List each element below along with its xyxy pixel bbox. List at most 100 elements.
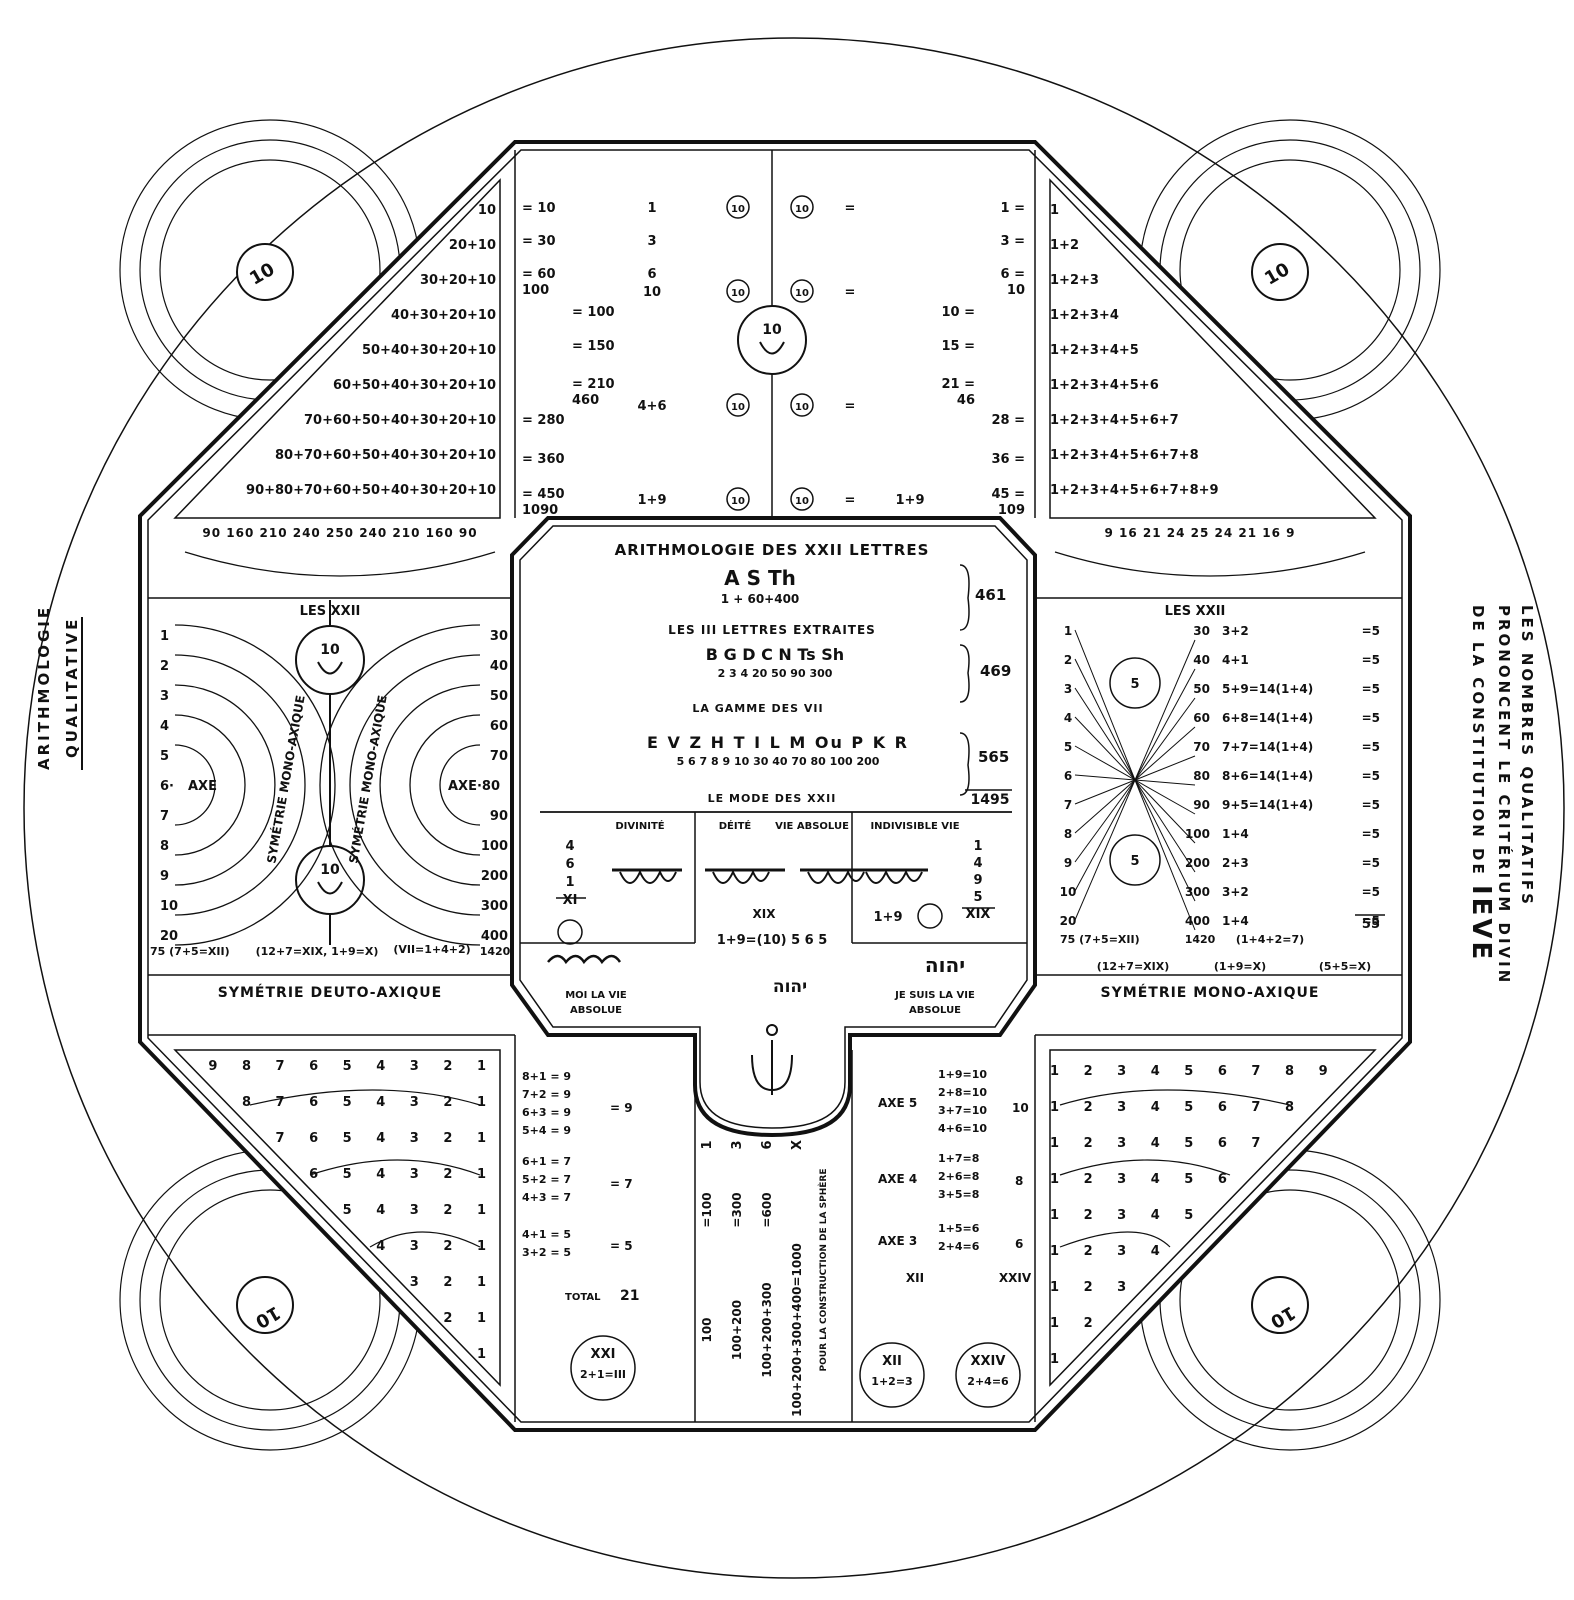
tc-left-value-7: = 210	[572, 377, 615, 392]
tc-right-value-8: 46	[957, 393, 975, 408]
bl-row-7: 3 2 1	[410, 1275, 496, 1290]
label-deite: DÉITÉ	[719, 819, 752, 832]
corner-glyph-circle	[236, 243, 294, 301]
right-result-10: =5	[1362, 885, 1380, 899]
br-row-3: 1 2 3 4 5 6 7	[1050, 1136, 1270, 1151]
sanskrit-jiva-script	[807, 869, 865, 884]
tl-row-4: 40+30+20+10	[391, 308, 496, 323]
right-result-8: =5	[1362, 827, 1380, 841]
br-axe5-eq-1: 1+9=10	[938, 1068, 987, 1081]
br-axe5-eq-3: 3+7=10	[938, 1104, 987, 1117]
twelve-caption: LE MODE DES XXII	[708, 792, 837, 805]
bl-sum9-3: 6+3 = 9	[522, 1106, 571, 1119]
tl-bottom-arc	[184, 551, 496, 577]
center-sum-left-1: 4	[565, 839, 574, 854]
left-sum-mid: (12+7=XIX, 1+9=X)	[256, 945, 379, 958]
right-left-num-8: 8	[1064, 827, 1072, 841]
corner-ring	[1179, 159, 1401, 381]
extracted-caption: LES III LETTRES EXTRAITES	[668, 623, 876, 637]
bc-top-2: 3	[730, 1140, 745, 1149]
br-row-7: 1 2 3	[1050, 1280, 1136, 1295]
spirit-symbol-text: 10	[762, 322, 782, 338]
tc-right-value-5: 10 =	[941, 305, 975, 320]
tl-row-7: 70+60+50+40+30+20+10	[304, 413, 496, 428]
right-left-num-5: 5	[1064, 740, 1072, 754]
center-sum-left-2: 6	[565, 857, 574, 872]
right-mid-num-8: 100	[1185, 827, 1210, 841]
right-upper-circle	[1109, 657, 1161, 709]
right-upper-five: 5	[1130, 677, 1139, 692]
br-circle1-line1: XII	[882, 1354, 902, 1369]
tc-ten-right-3: 10	[795, 402, 809, 413]
spirit-symbol-text: 10	[320, 862, 340, 878]
label-moi-2: ABSOLUE	[570, 1005, 622, 1016]
hebrew-name: יהוה	[925, 953, 965, 977]
br-row-6: 1 2 3 4	[1050, 1244, 1170, 1259]
right-panel-title: LES XXII	[1165, 604, 1226, 619]
left-num-4: 4	[160, 719, 169, 734]
center-title: ARITHMOLOGIE DES XXII LETTRES	[615, 541, 930, 559]
bl-circle	[570, 1335, 636, 1401]
bl-row-8: 2 1	[443, 1311, 496, 1326]
tc-right-value-9: 28 =	[991, 413, 1025, 428]
right-left-num-1: 1	[1064, 624, 1072, 638]
right-eq-4: 6+8=14(1+4)	[1222, 711, 1313, 725]
right-result-4: =5	[1362, 711, 1380, 725]
tc-ten-circle-right	[790, 393, 814, 417]
tc-left-value-1: = 10	[522, 201, 556, 216]
center-right-eq: 1+9	[874, 910, 903, 925]
right-crossing-line	[1074, 639, 1196, 921]
corner-glyph-circle	[1251, 243, 1309, 301]
br-sum-a: XII	[906, 1271, 924, 1285]
bc-mid-2: =300	[730, 1192, 744, 1227]
right-arc	[319, 624, 481, 946]
tl-row-3: 30+20+10	[420, 273, 496, 288]
bl-row-4: 6 5 4 3 2 1	[309, 1167, 496, 1182]
tc-left-mid-3: 6	[647, 267, 656, 282]
right-eq-5: 7+7=14(1+4)	[1222, 740, 1313, 754]
hebrew-name-middle: יהוה	[773, 977, 807, 997]
right-eq-8: 1+4	[1222, 827, 1249, 841]
left-right-num-2: 40	[490, 659, 508, 674]
tc-left-value-8: 460	[572, 393, 599, 408]
tc-ten-circle-right	[790, 279, 814, 303]
left-num-3: 3	[160, 689, 169, 704]
br-axe4-eq-2: 2+6=8	[938, 1170, 979, 1183]
bl-row-3: 7 6 5 4 3 2 1	[276, 1131, 496, 1146]
tl-bottom-sums: 90 160 210 240 250 240 210 160 90	[202, 526, 477, 540]
center-octagon-inner	[519, 525, 1028, 1129]
tc-right-value-12: 109	[998, 503, 1025, 518]
corner-glyph-circle	[1251, 1276, 1309, 1334]
tc-left-value-11: = 450	[522, 487, 565, 502]
br-axe4-r: 8	[1015, 1174, 1023, 1188]
tr-row-2: 1+2	[1050, 238, 1079, 253]
right-mid-num-10: 300	[1185, 885, 1210, 899]
side-right-line1: LES NOMBRES QUALITATIFS	[1518, 605, 1536, 907]
tr-row-8: 1+2+3+4+5+6+7+8	[1050, 448, 1199, 463]
br-circle-1	[859, 1342, 925, 1408]
side-title-right: LES NOMBRES QUALITATIFS PRONONCENT LE CR…	[1466, 605, 1538, 985]
right-mid-num-3: 50	[1193, 682, 1210, 696]
extracted-values: 1 + 60+400	[721, 592, 800, 606]
triangle-bl	[173, 1049, 501, 1387]
label-divinite: DIVINITÉ	[615, 819, 664, 832]
seven-values: 2 3 4 20 50 90 300	[718, 667, 833, 680]
extracted-brace	[959, 564, 970, 631]
tc-ten-circle-left	[726, 279, 750, 303]
tc-left-value-6: = 150	[572, 339, 615, 354]
left-arc	[174, 714, 246, 856]
label-vie-absolue: VIE ABSOLUE	[775, 821, 849, 832]
br-axe4: AXE 4	[878, 1172, 917, 1186]
br-axe3-eq-2: 2+4=6	[938, 1240, 980, 1253]
br-row-4: 1 2 3 4 5 6	[1050, 1172, 1237, 1187]
tr-bottom-arc	[1054, 551, 1366, 577]
right-arc	[439, 744, 481, 826]
bc-bottom-3: 100+200+300	[760, 1282, 774, 1377]
left-panel-title: LES XXII	[300, 604, 361, 619]
left-axe-label: AXE	[188, 779, 217, 794]
tc-left-value-4: 100	[522, 283, 549, 298]
right-sum-right: (1+4+2=7)	[1236, 933, 1304, 946]
right-mid-num-5: 70	[1193, 740, 1210, 754]
right-result-11: =5	[1362, 914, 1380, 928]
bl-total-value: 21	[620, 1288, 639, 1304]
